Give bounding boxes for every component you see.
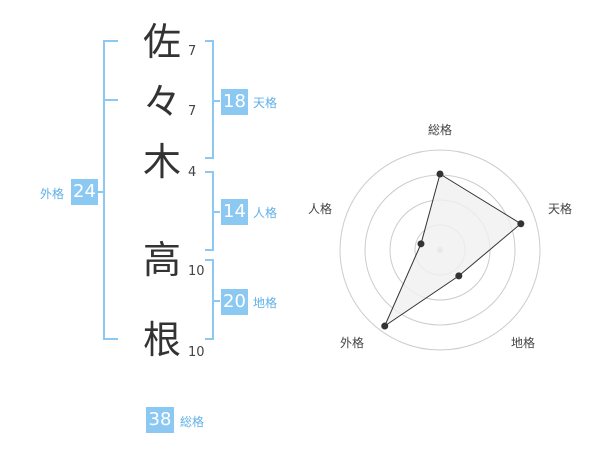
radar-axis-label-soukaku: 総格 (428, 123, 453, 137)
chikaku-value: 20 (221, 289, 248, 315)
jinkaku-label: 人格 (253, 206, 278, 220)
radar-grid-ring (339, 149, 541, 351)
radar-axis-label-gaikaku: 外格 (340, 336, 365, 350)
gaikaku-bracket (103, 40, 118, 340)
radar-data-point (517, 220, 525, 228)
stroke-count-5: 10 (188, 345, 205, 360)
radar-axis-label-chikaku: 地格 (511, 336, 536, 350)
soukaku-value: 38 (146, 407, 174, 433)
radar-axis-label-jinkaku: 人格 (308, 202, 333, 216)
gaikaku-value: 24 (71, 179, 98, 205)
stroke-count-1: 7 (188, 44, 197, 59)
name-char-3: 木 (142, 140, 181, 184)
radar-axis-label-tenkaku: 天格 (548, 202, 573, 216)
name-char-1: 佐 (142, 20, 181, 64)
gaikaku-label: 外格 (40, 187, 65, 201)
soukaku-label: 総格 (180, 415, 205, 429)
radar-data-point (455, 272, 463, 280)
name-char-4: 高 (142, 238, 181, 282)
name-char-5: 根 (142, 318, 181, 362)
tenkaku-bracket (205, 40, 214, 159)
jinkaku-value: 14 (221, 199, 248, 225)
stroke-count-4: 10 (188, 264, 205, 279)
stroke-count-2: 7 (188, 104, 197, 119)
radar-data-point (436, 170, 444, 178)
radar-data-point (381, 322, 389, 330)
chikaku-bracket (205, 259, 214, 340)
stroke-count-3: 4 (188, 165, 197, 180)
radar-data-point (417, 240, 425, 248)
radar-value-polygon (383, 173, 522, 328)
tenkaku-value: 18 (221, 89, 248, 115)
chikaku-label: 地格 (253, 296, 278, 310)
tenkaku-label: 天格 (253, 96, 278, 110)
name-char-2: 々 (142, 80, 181, 124)
